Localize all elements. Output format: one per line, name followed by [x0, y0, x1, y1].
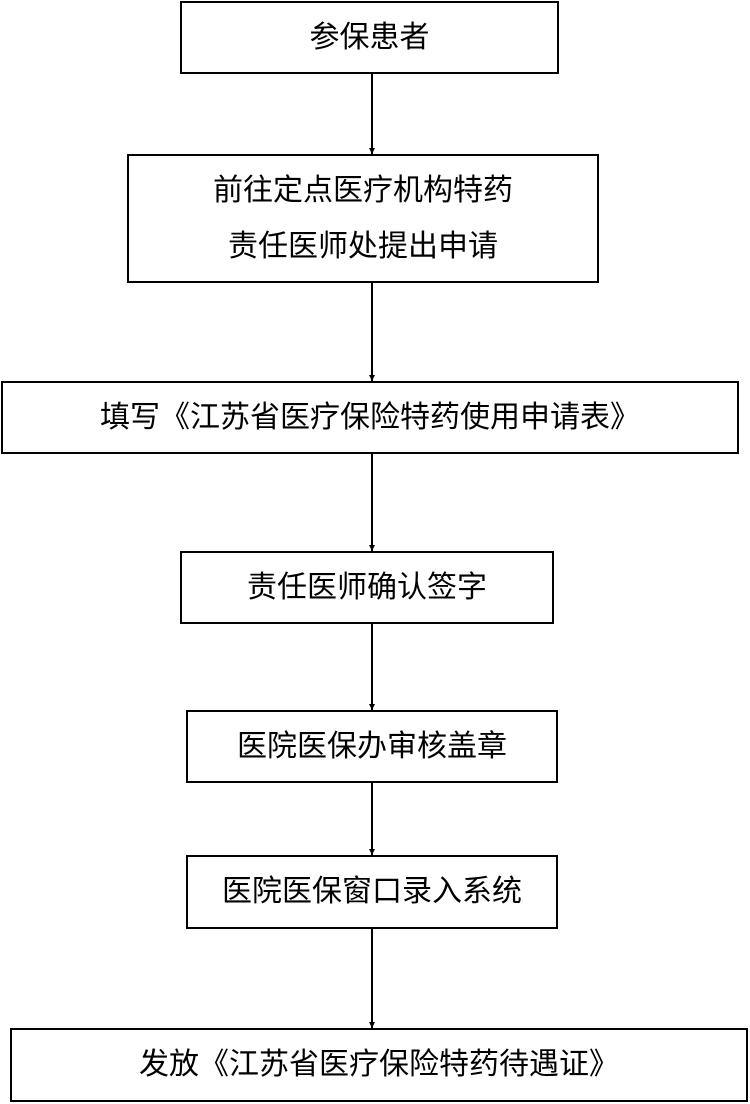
step-2-box: 前往定点医疗机构特药 责任医师处提出申请 — [127, 154, 599, 283]
step-5-box: 医院医保办审核盖章 — [186, 710, 558, 783]
step-6-text: 医院医保窗口录入系统 — [222, 874, 522, 909]
step-5-text: 医院医保办审核盖章 — [237, 728, 507, 764]
step-2-text-line-2: 责任医师处提出申请 — [228, 228, 498, 264]
step-1-text: 参保患者 — [309, 19, 430, 55]
step-3-box: 填写《江苏省医疗保险特药使用申请表》 — [1, 381, 739, 454]
step-4-text: 责任医师确认签字 — [247, 569, 487, 605]
step-7-text: 发放《江苏省医疗保险特药待遇证》 — [139, 1047, 619, 1082]
step-7-box: 发放《江苏省医疗保险特药待遇证》 — [10, 1028, 748, 1102]
step-3-text: 填写《江苏省医疗保险特药使用申请表》 — [100, 399, 640, 435]
step-6-box: 医院医保窗口录入系统 — [186, 855, 558, 929]
step-2-text-line-1: 前往定点医疗机构特药 — [213, 172, 513, 208]
step-4-box: 责任医师确认签字 — [180, 551, 554, 624]
step-1-box: 参保患者 — [180, 1, 559, 74]
